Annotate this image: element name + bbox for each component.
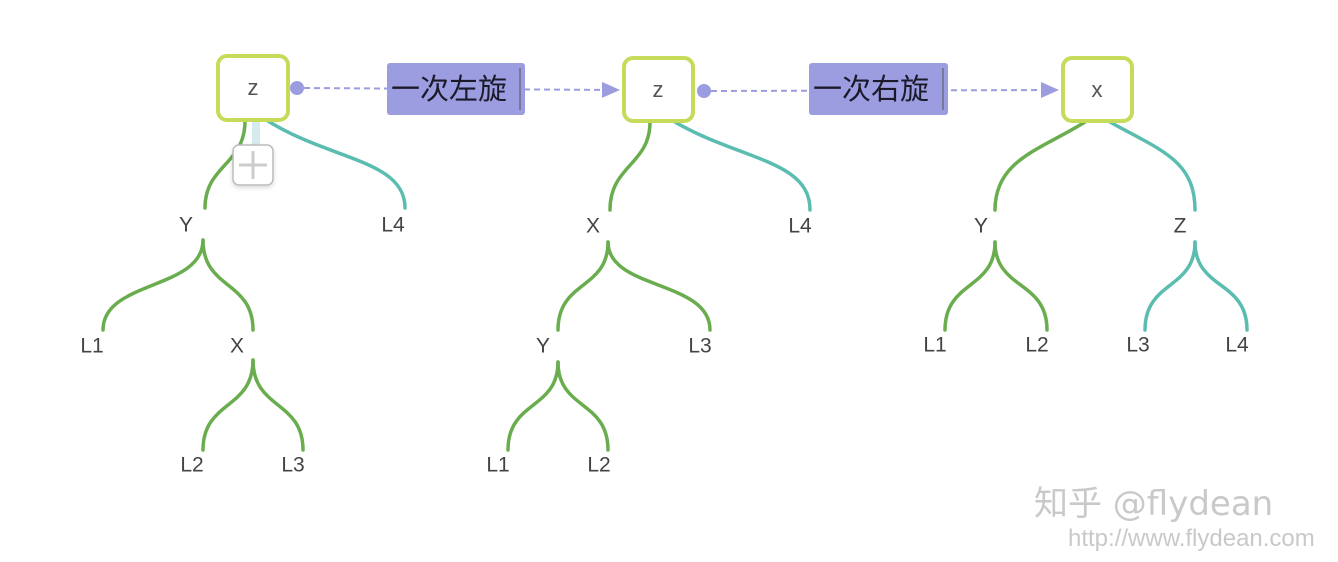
operation-label-box xyxy=(387,63,525,115)
edge xyxy=(943,240,997,332)
node-label[interactable]: X xyxy=(230,335,244,358)
node-label[interactable]: L3 xyxy=(281,454,304,477)
node-label[interactable]: L4 xyxy=(1225,334,1249,357)
node-label[interactable]: L1 xyxy=(80,335,103,358)
edge xyxy=(993,120,1087,212)
node-label[interactable]: L4 xyxy=(788,215,812,238)
node-label[interactable]: L3 xyxy=(688,335,711,358)
node-label[interactable]: X xyxy=(586,215,600,238)
tree-2: z X L4 Y L3 L1 L2 xyxy=(486,56,812,477)
dashed-arrow xyxy=(303,81,620,98)
node-label[interactable]: L4 xyxy=(381,214,405,237)
node-label[interactable]: L3 xyxy=(1126,334,1149,357)
node-label[interactable]: L2 xyxy=(180,454,203,477)
node-label[interactable]: Y xyxy=(974,215,988,238)
plus-icon xyxy=(239,151,267,179)
edge xyxy=(993,240,1049,332)
edge xyxy=(556,240,610,332)
edge xyxy=(251,358,305,452)
node-label[interactable]: Z xyxy=(1174,215,1187,238)
add-node-button[interactable] xyxy=(232,144,274,186)
connector-stub xyxy=(252,121,260,147)
edge xyxy=(608,120,652,212)
node-label[interactable]: Y xyxy=(179,214,193,237)
edge xyxy=(201,358,255,452)
operation-label-box xyxy=(809,63,948,115)
root-node-label: x xyxy=(1092,77,1103,102)
edge xyxy=(606,240,712,332)
edge xyxy=(101,238,205,332)
node-label[interactable]: Y xyxy=(536,335,550,358)
node-label[interactable]: L2 xyxy=(587,454,610,477)
root-node-box[interactable] xyxy=(622,56,695,123)
edge xyxy=(1108,120,1197,212)
watermark-url: http://www.flydean.com xyxy=(1068,525,1315,552)
edge xyxy=(266,119,407,210)
relation-start-dot xyxy=(697,84,711,98)
left-rotation-relation[interactable]: 一次左旋 xyxy=(290,63,620,115)
watermark-title: 知乎 @flydean xyxy=(1034,484,1273,524)
edge xyxy=(673,120,812,212)
edge xyxy=(203,119,247,210)
node-label[interactable]: L1 xyxy=(923,334,946,357)
node-label[interactable]: L2 xyxy=(1025,334,1048,357)
operation-label[interactable]: 一次右旋 xyxy=(813,72,929,106)
root-node-label: z xyxy=(248,75,259,100)
node-label[interactable]: L1 xyxy=(486,454,509,477)
relation-start-dot xyxy=(290,81,304,95)
root-node-box[interactable] xyxy=(216,54,290,122)
tree-1: z Y L4 L1 X L2 L3 xyxy=(80,54,407,477)
operation-label[interactable]: 一次左旋 xyxy=(391,72,507,106)
root-node-label: z xyxy=(653,77,664,102)
edge xyxy=(1143,240,1197,332)
edge xyxy=(556,360,610,452)
edge xyxy=(1193,240,1249,332)
edge xyxy=(201,238,255,332)
edge xyxy=(506,360,560,452)
root-node-box[interactable] xyxy=(1061,56,1134,123)
right-rotation-relation[interactable]: 一次右旋 xyxy=(697,63,1059,115)
tree-3: x Y Z L1 L2 L3 L4 xyxy=(923,56,1249,357)
